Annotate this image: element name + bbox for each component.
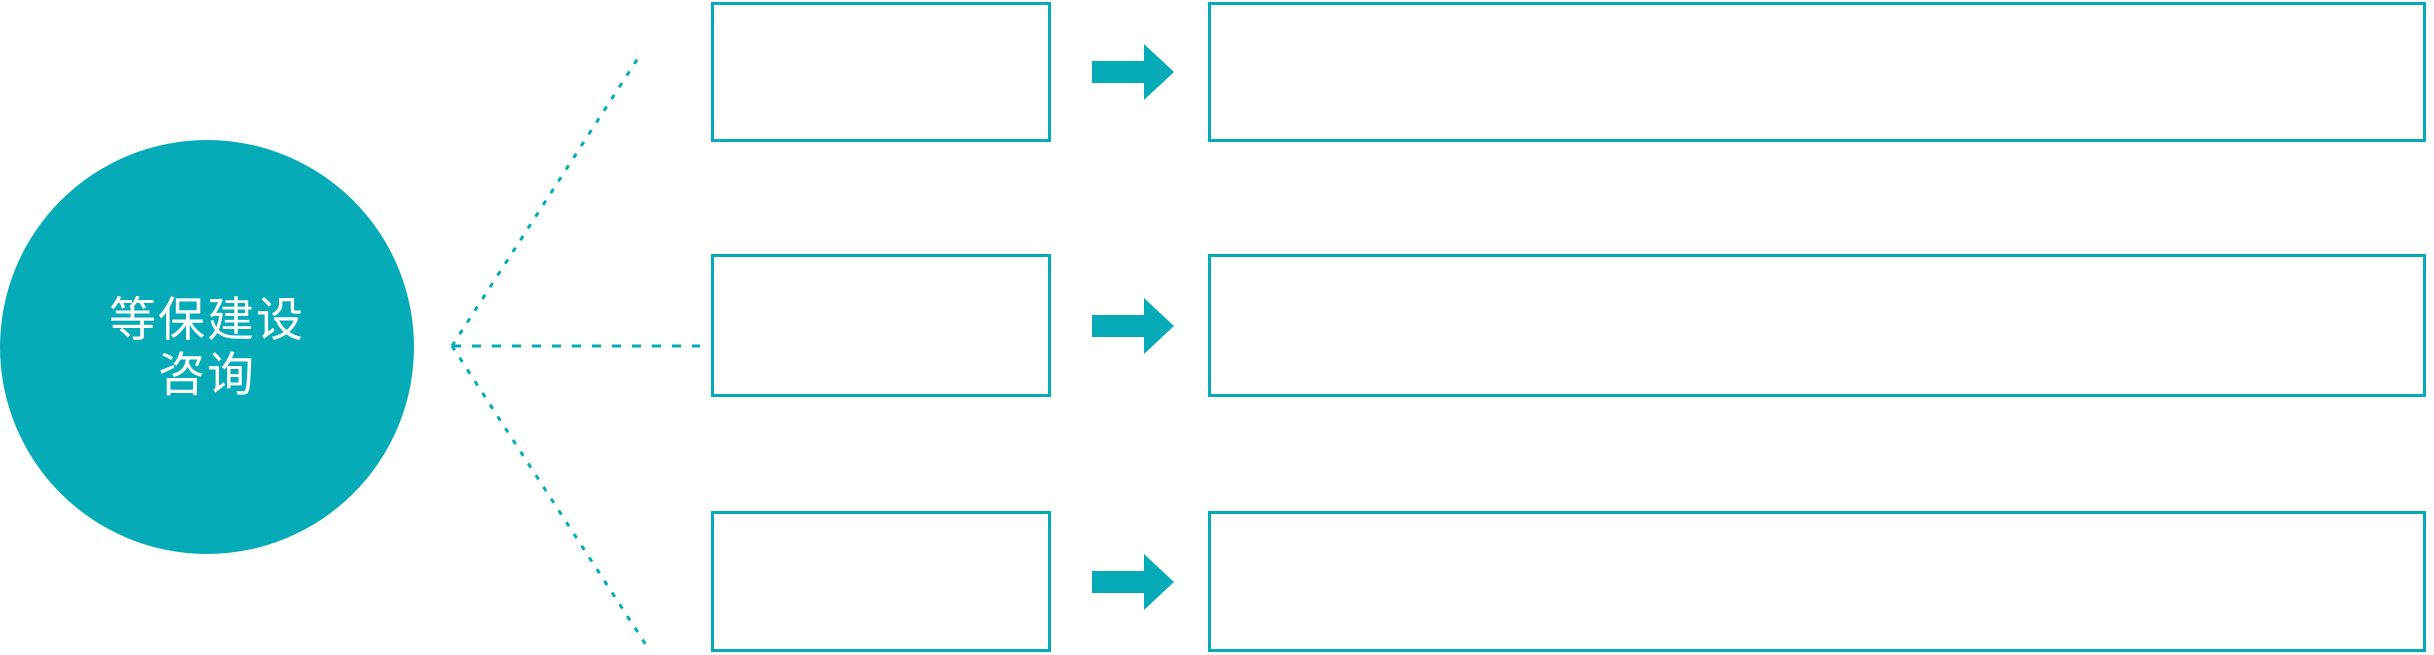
branch-detail-box-3[interactable] xyxy=(1208,511,2426,652)
branch-row-2 xyxy=(0,254,2434,397)
arrow-right-icon xyxy=(1092,297,1174,354)
branch-label-box-1[interactable] xyxy=(711,2,1051,142)
hub-title-line-1: 等保建设 xyxy=(109,292,305,346)
branch-row-1 xyxy=(0,2,2434,142)
hub-title-line-2: 咨询 xyxy=(158,348,256,401)
branch-detail-box-2[interactable] xyxy=(1208,254,2426,397)
branch-detail-box-1[interactable] xyxy=(1208,2,2426,142)
arrow-right-icon xyxy=(1092,44,1174,100)
arrow-right-icon xyxy=(1092,553,1174,610)
branch-label-box-2[interactable] xyxy=(711,254,1051,397)
branch-label-box-3[interactable] xyxy=(711,511,1051,652)
branch-row-3 xyxy=(0,511,2434,652)
hub-circle[interactable]: 等保建设 咨询 xyxy=(0,140,414,554)
